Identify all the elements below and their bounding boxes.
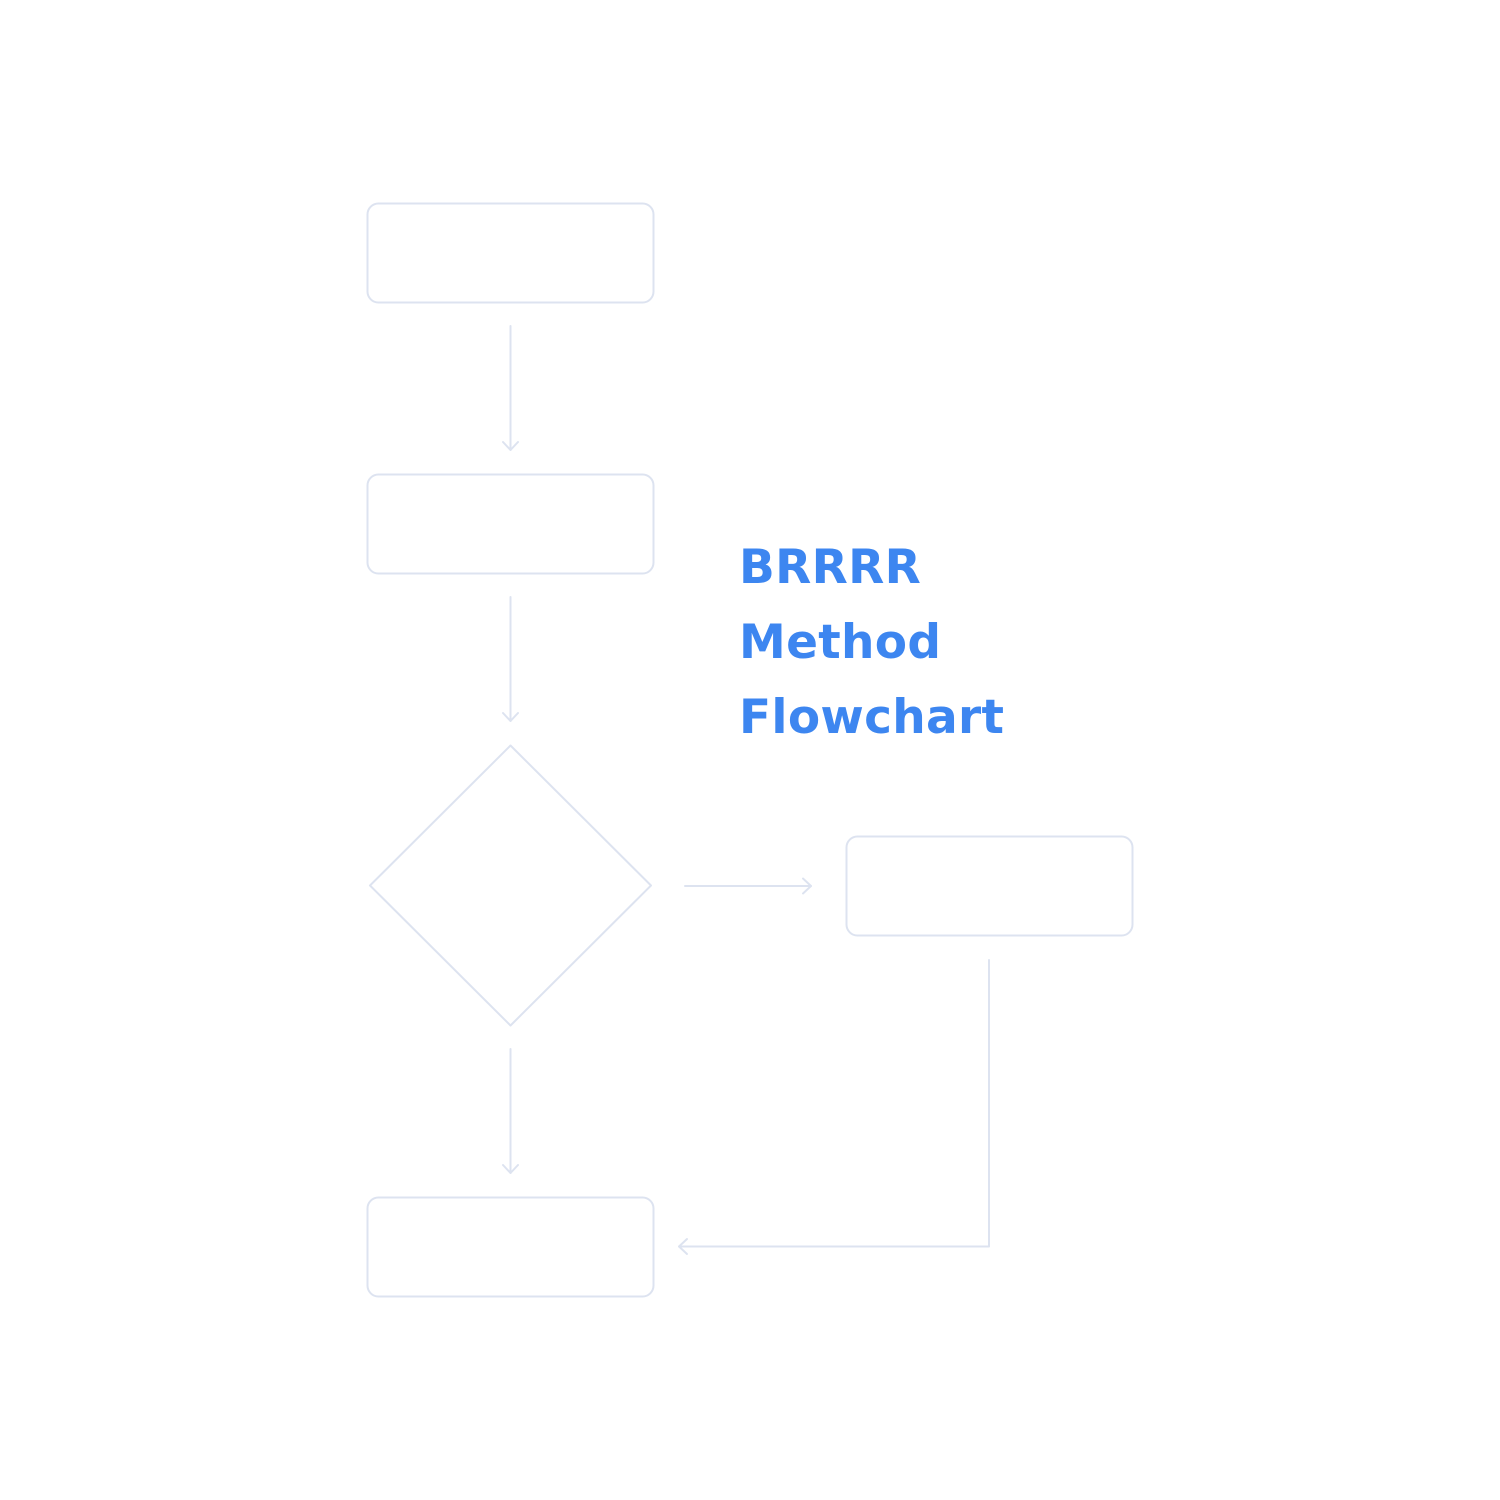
arrow-box2-to-decision [502,596,519,722]
arrow-decision-to-right-box [684,877,812,895]
arrow-right-box-to-bottom-box [678,959,990,1255]
process-box-2[interactable] [366,473,655,575]
process-box-bottom[interactable] [366,1196,655,1298]
arrow-decision-to-bottom-box [502,1048,519,1174]
title-line-2: Method [739,615,942,670]
title-line-3: Flowchart [739,690,1005,745]
flowchart-title: BRRRR Method Flowchart [739,530,1004,755]
process-box-1[interactable] [366,202,655,304]
process-box-right[interactable] [845,835,1134,937]
arrow-box1-to-box2 [502,325,519,451]
title-line-1: BRRRR [739,540,922,595]
decision-diamond[interactable] [369,744,652,1027]
